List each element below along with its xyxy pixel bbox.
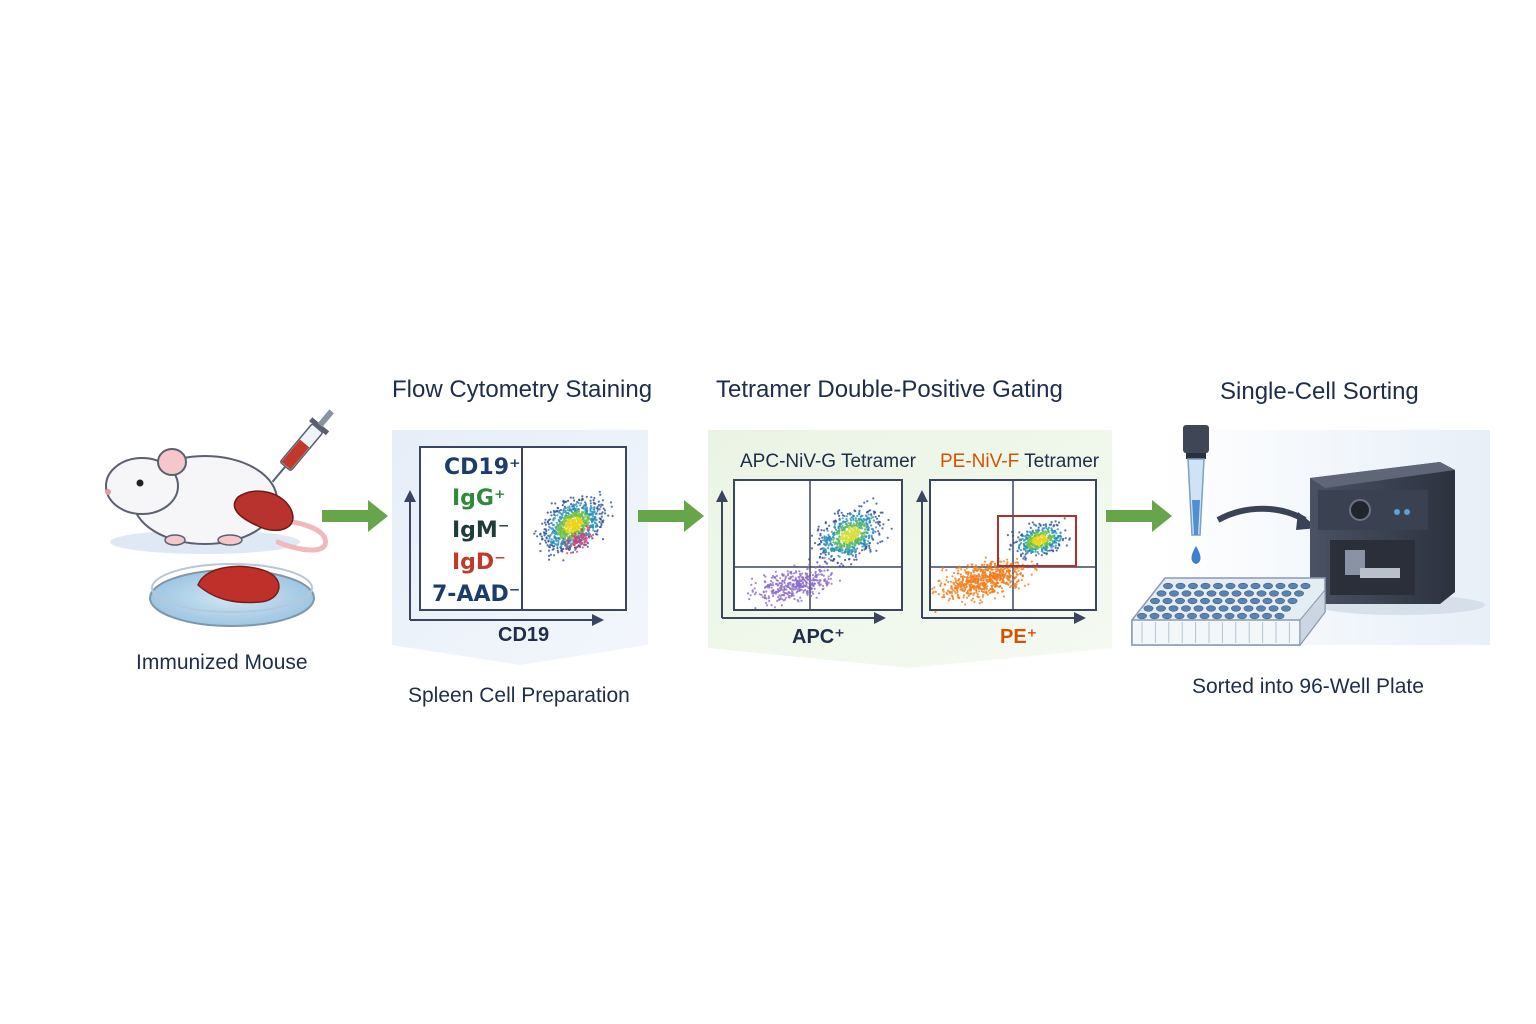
- marker-igd: IgD⁻: [452, 550, 506, 575]
- pe-dot-cloud: [931, 517, 1071, 614]
- staining-plot: [404, 446, 627, 626]
- gating-plot-apc: [716, 479, 903, 624]
- gating-panel2-label-prefix: PE-NiV-F: [940, 451, 1020, 472]
- gating-plot-pe: [916, 479, 1097, 624]
- staining-dot-cloud: [533, 490, 614, 562]
- arrow-3: [1106, 500, 1172, 532]
- apc-dot-cloud: [746, 497, 893, 610]
- arrow-2: [638, 500, 704, 532]
- sorting-title: Single-Cell Sorting: [1220, 378, 1419, 405]
- sorter-nozzle: [1183, 425, 1209, 564]
- mouse-illustration: [105, 409, 334, 554]
- marker-igg: IgG⁺: [452, 486, 506, 511]
- well-grid: [1137, 582, 1311, 643]
- gating-panel1-axis: APC⁺: [792, 626, 845, 648]
- staining-x-axis-label: CD19: [498, 624, 550, 646]
- gating-panel2-axis: PE⁺: [1000, 626, 1038, 648]
- gating-panel2-label-suffix: Tetramer: [1019, 451, 1100, 472]
- flow-arrows: [322, 500, 1172, 532]
- arrow-1: [322, 500, 388, 532]
- sorting-caption: Sorted into 96-Well Plate: [1192, 675, 1424, 698]
- staining-caption: Spleen Cell Preparation: [408, 684, 630, 707]
- gating-title: Tetramer Double-Positive Gating: [716, 376, 1063, 403]
- transfer-arrow: [1216, 505, 1307, 523]
- mouse-caption: Immunized Mouse: [136, 651, 308, 674]
- marker-7aad: 7-AAD⁻: [432, 582, 521, 607]
- petri-dish: [149, 563, 315, 627]
- sort-gate: [997, 515, 1077, 567]
- sorter-machine: [1310, 462, 1485, 615]
- marker-cd19: CD19⁺: [444, 455, 521, 480]
- staining-title: Flow Cytometry Staining: [392, 376, 653, 403]
- well-plate: [1131, 577, 1326, 647]
- marker-igm: IgM⁻: [452, 518, 510, 543]
- gating-panel2-label: PE-NiV-F Tetramer: [940, 451, 1099, 473]
- gating-panel1-label: APC-NiV-G Tetramer: [740, 451, 916, 472]
